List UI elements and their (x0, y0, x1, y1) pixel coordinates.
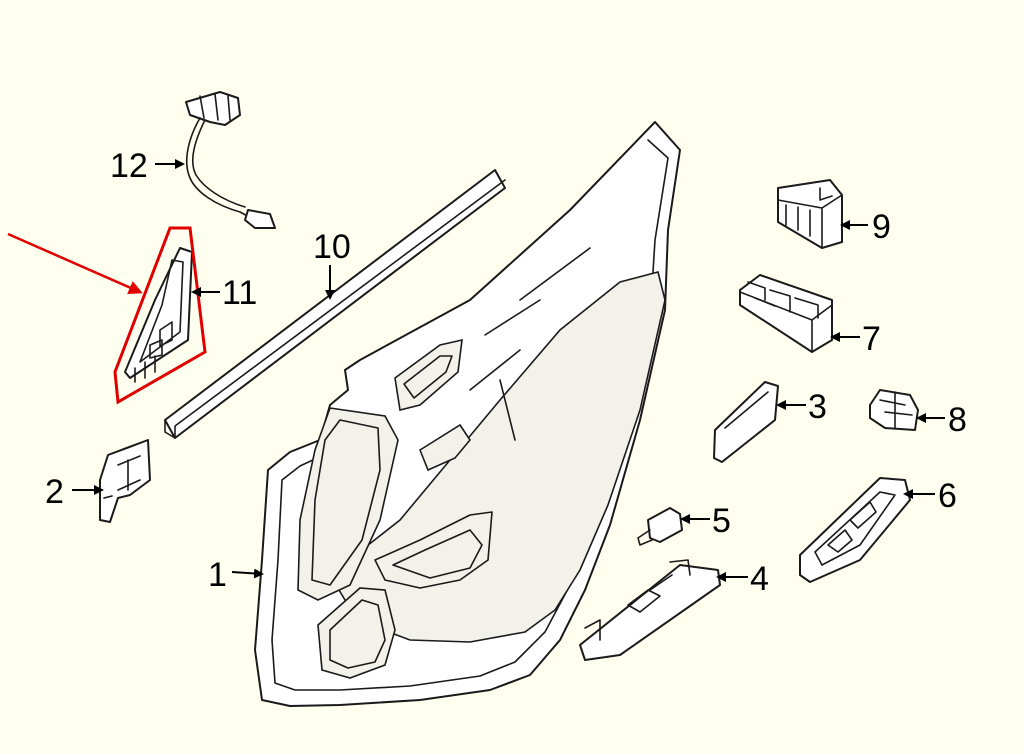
part-6-switch-bezel[interactable] (799, 477, 911, 583)
part-11-highlight-box (113, 226, 207, 405)
leader-1 (231, 568, 264, 579)
part-4-armrest-base[interactable] (579, 559, 721, 661)
part-9-switch[interactable] (777, 179, 843, 249)
part-3-trim-cap[interactable] (713, 381, 779, 463)
callout-8: 8 (948, 401, 967, 439)
callout-3: 3 (808, 388, 827, 426)
callout-5: 5 (712, 502, 731, 540)
part-10-weatherstrip[interactable] (164, 169, 506, 439)
callout-2: 2 (45, 473, 64, 511)
highlight-arrow (7, 232, 143, 294)
part-1-door-trim-panel[interactable] (254, 121, 681, 707)
callout-10: 10 (313, 228, 351, 266)
callout-11: 11 (222, 274, 257, 312)
callout-7: 7 (862, 320, 881, 358)
callout-9: 9 (872, 208, 891, 246)
part-12-wiring-harness[interactable] (185, 91, 276, 229)
part-2-bracket[interactable] (99, 439, 151, 523)
callout-1: 1 (208, 556, 227, 594)
part-5-plug[interactable] (637, 507, 683, 546)
part-7-window-switch[interactable] (739, 274, 833, 353)
callout-6: 6 (938, 477, 957, 515)
part-8-clip[interactable] (869, 389, 919, 431)
part-11-mirror-bracket[interactable] (7, 226, 207, 405)
callout-12: 12 (110, 147, 148, 185)
callout-4: 4 (750, 560, 769, 598)
